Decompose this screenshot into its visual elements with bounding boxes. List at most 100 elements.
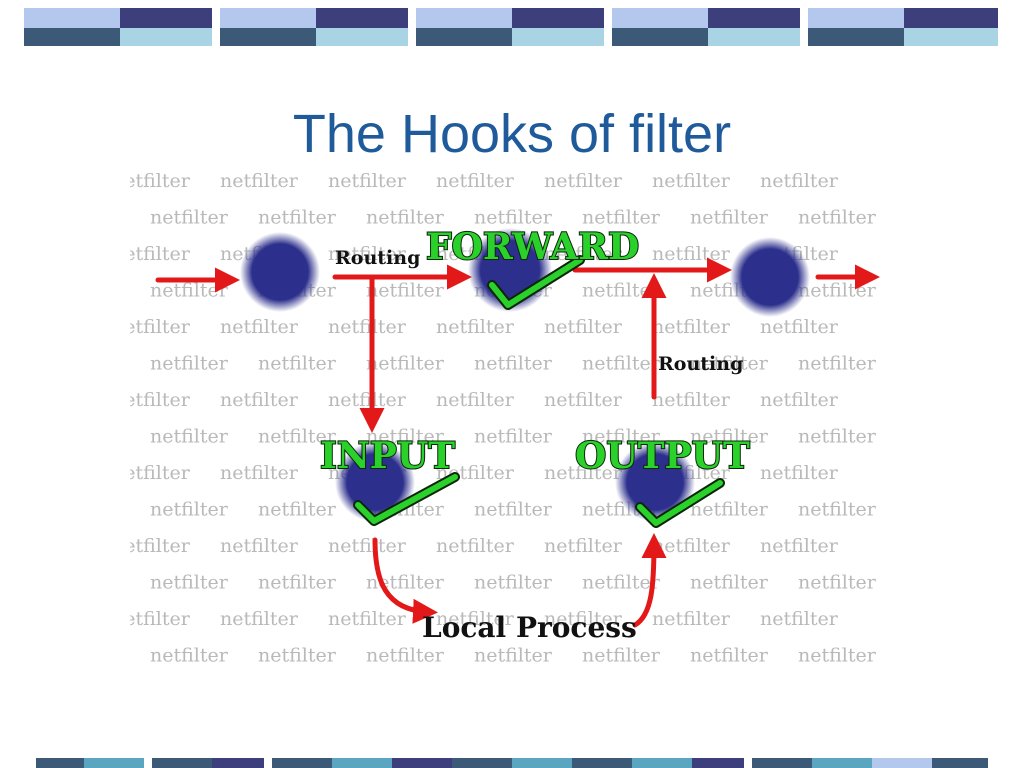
watermark-word: netfilter	[544, 535, 623, 557]
watermark-word: netfilter	[798, 353, 877, 375]
watermark-word: netfilter	[366, 426, 445, 448]
watermark-word: netfilter	[474, 426, 553, 448]
watermark-word: netfilter	[130, 389, 191, 411]
forward-hook-label: FORWARD	[426, 226, 639, 268]
watermark-word: netfilter	[798, 499, 877, 521]
watermark-word: netfilter	[474, 572, 553, 594]
input-to-local-process-arrow	[372, 537, 438, 624]
watermark-word: netfilter	[150, 645, 229, 667]
watermark-word: netfilter	[220, 316, 299, 338]
watermark-word: netfilter	[150, 207, 229, 229]
watermark-word: netfilter	[798, 572, 877, 594]
watermark-word: netfilter	[690, 426, 769, 448]
watermark-word: netfilter	[760, 170, 839, 192]
watermark-word: netfilter	[690, 207, 769, 229]
watermark-word: netfilter	[652, 389, 731, 411]
band-block-3	[416, 8, 604, 46]
band-block-4	[612, 8, 800, 46]
watermark-word: netfilter	[436, 535, 515, 557]
watermark-word: netfilter	[652, 535, 731, 557]
watermark-word: netfilter	[328, 389, 407, 411]
watermark-word: netfilter	[690, 353, 769, 375]
watermark-word: netfilter	[798, 426, 877, 448]
watermark-word: netfilter	[130, 462, 191, 484]
watermark-word: netfilter	[652, 316, 731, 338]
watermark-word: netfilter	[258, 572, 337, 594]
watermark-word: netfilter	[652, 608, 731, 630]
watermark-word: netfilter	[690, 645, 769, 667]
routing-label-right: Routing	[658, 353, 743, 375]
watermark-word: netfilter	[798, 645, 877, 667]
watermark-word: netfilter	[220, 608, 299, 630]
watermark-word: netfilter	[474, 645, 553, 667]
local-process-to-output-arrow	[632, 533, 667, 628]
watermark-word: netfilter	[220, 462, 299, 484]
netfilter-hooks-diagram: netfilter netfilter netfilter netfilter netf…	[130, 165, 890, 670]
slide-title: The Hooks of filter	[292, 104, 732, 164]
watermark-word: netfilter	[436, 316, 515, 338]
watermark-word: netfilter	[582, 645, 661, 667]
watermark-word: netfilter	[544, 316, 623, 338]
watermark-word: netfilter	[544, 462, 623, 484]
local-process-label: Local Process	[422, 611, 637, 644]
watermark-word: netfilter	[690, 572, 769, 594]
watermark-word: netfilter	[220, 170, 299, 192]
watermark-word: netfilter	[436, 608, 515, 630]
header-decoration-band	[24, 8, 998, 46]
watermark-word: netfilter	[130, 316, 191, 338]
watermark-word: netfilter	[544, 170, 623, 192]
watermark-word: netfilter	[366, 353, 445, 375]
watermark-word: netfilter	[130, 608, 191, 630]
watermark-word: netfilter	[436, 389, 515, 411]
footer-decoration-band	[36, 758, 988, 768]
netfilter-watermark: netfilter netfilter netfilter netfilter netf…	[130, 170, 877, 667]
watermark-word: netfilter	[150, 426, 229, 448]
watermark-word: netfilter	[328, 608, 407, 630]
watermark-word: netfilter	[366, 207, 445, 229]
post-routing-node	[730, 237, 810, 317]
forward-check-icon	[489, 257, 583, 308]
watermark-word: netfilter	[690, 499, 769, 521]
watermark-word: netfilter	[150, 572, 229, 594]
watermark-word: netfilter	[220, 535, 299, 557]
watermark-word: netfilter	[130, 535, 191, 557]
watermark-word: netfilter	[582, 280, 661, 302]
band-block-2	[220, 8, 408, 46]
watermark-word: netfilter	[760, 316, 839, 338]
watermark-word: netfilter	[474, 207, 553, 229]
pre-routing-node	[240, 232, 320, 312]
watermark-word: netfilter	[798, 280, 877, 302]
watermark-word: netfilter	[544, 389, 623, 411]
output-node	[615, 442, 695, 522]
output-check-icon	[637, 480, 723, 526]
watermark-word: netfilter	[258, 499, 337, 521]
watermark-word: netfilter	[798, 207, 877, 229]
watermark-word: netfilter	[130, 243, 191, 265]
watermark-word: netfilter	[366, 645, 445, 667]
watermark-word: netfilter	[544, 608, 623, 630]
watermark-word: netfilter	[328, 535, 407, 557]
watermark-word: netfilter	[258, 426, 337, 448]
watermark-word: netfilter	[760, 608, 839, 630]
watermark-word: netfilter	[150, 280, 229, 302]
band-block-1	[24, 8, 212, 46]
watermark-word: netfilter	[436, 170, 515, 192]
watermark-word: netfilter	[582, 207, 661, 229]
watermark-word: netfilter	[328, 316, 407, 338]
watermark-word: netfilter	[220, 389, 299, 411]
watermark-word: netfilter	[474, 499, 553, 521]
output-hook-label: OUTPUT	[575, 435, 750, 477]
watermark-word: netfilter	[760, 389, 839, 411]
watermark-word: netfilter	[328, 243, 407, 265]
watermark-word: netfilter	[760, 535, 839, 557]
watermark-word: netfilter	[258, 645, 337, 667]
watermark-word: netfilter	[582, 426, 661, 448]
watermark-word: netfilter	[582, 572, 661, 594]
watermark-word: netfilter	[582, 353, 661, 375]
watermark-word: netfilter	[366, 280, 445, 302]
input-hook-label: INPUT	[320, 435, 455, 477]
watermark-word: netfilter	[652, 243, 731, 265]
watermark-word: netfilter	[258, 353, 337, 375]
watermark-word: netfilter	[544, 243, 623, 265]
routing-label-top: Routing	[335, 247, 420, 269]
